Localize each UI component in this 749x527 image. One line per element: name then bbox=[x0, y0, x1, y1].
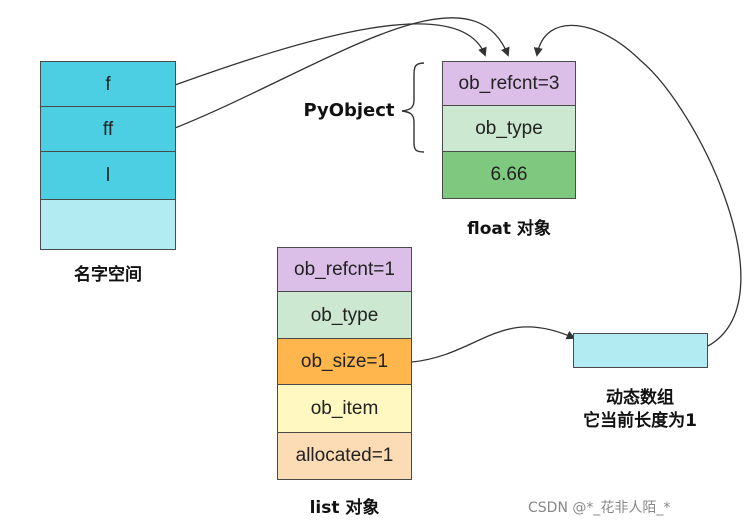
dynamic-array-box bbox=[573, 333, 708, 368]
list-caption: list 对象 bbox=[309, 498, 380, 518]
arrow-obsize-to-array bbox=[411, 326, 576, 363]
dynamic-array-caption-line1: 动态数组 bbox=[606, 388, 674, 408]
float-type: ob_type bbox=[442, 105, 576, 153]
arrow-f-to-float bbox=[174, 23, 487, 86]
float-refcnt: ob_refcnt=3 bbox=[442, 61, 576, 107]
pyobject-label: PyObject bbox=[303, 100, 395, 121]
namespace-cell-empty bbox=[40, 199, 176, 250]
namespace-cell-l: l bbox=[40, 151, 176, 201]
namespace-caption: 名字空间 bbox=[74, 265, 142, 285]
arrow-ff-to-float bbox=[174, 17, 510, 129]
arrow-l-to-list bbox=[533, 24, 742, 347]
list-type: ob_type bbox=[277, 291, 412, 340]
list-item: ob_item bbox=[277, 384, 412, 434]
list-allocated: allocated=1 bbox=[277, 432, 412, 480]
dynamic-array-caption-line2: 它当前长度为1 bbox=[583, 411, 697, 431]
float-value: 6.66 bbox=[442, 151, 576, 199]
list-refcnt: ob_refcnt=1 bbox=[277, 247, 412, 293]
pyobject-brace bbox=[401, 62, 425, 153]
namespace-cell-ff: ff bbox=[40, 106, 176, 153]
watermark: CSDN @*_花非人陌_* bbox=[528, 500, 671, 516]
list-size: ob_size=1 bbox=[277, 338, 412, 386]
namespace-cell-f: f bbox=[40, 61, 176, 108]
float-caption: float 对象 bbox=[467, 219, 551, 239]
